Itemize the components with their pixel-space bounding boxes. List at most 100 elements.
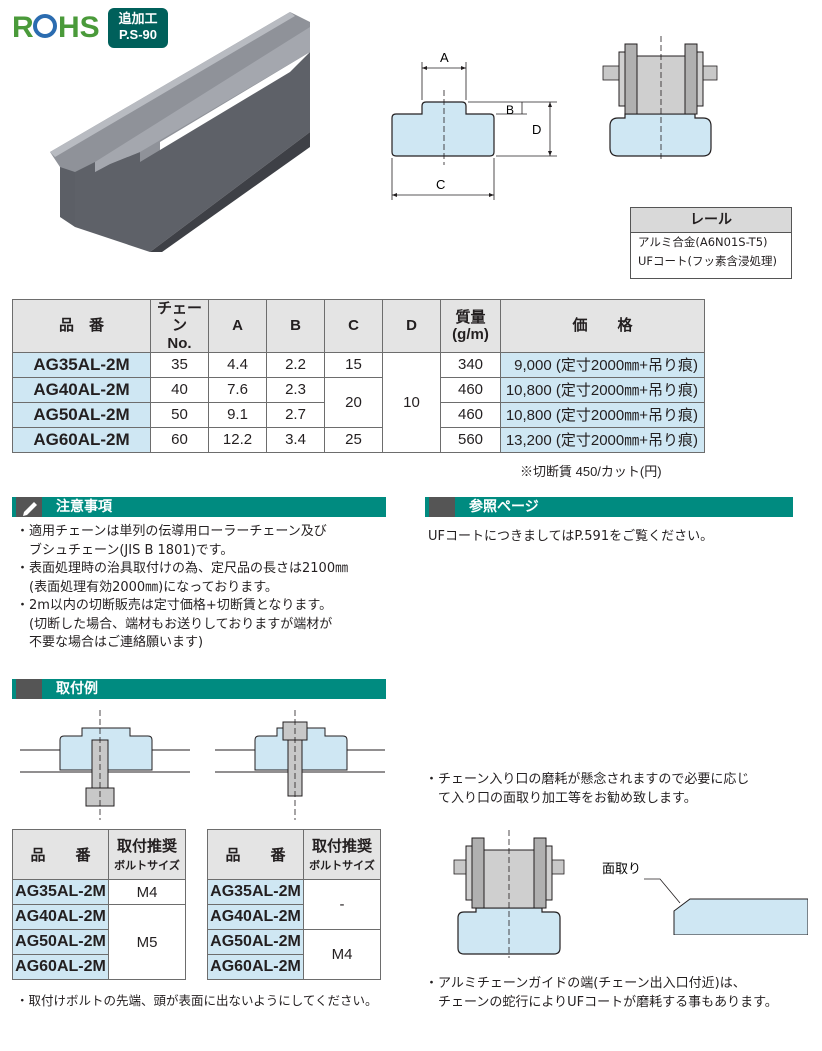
bolt-col-size-header: 取付推奨ボルトサイズ [303, 829, 381, 880]
table-row: AG35AL-2M 35 4.4 2.2 15 10 340 9,000 (定寸… [12, 351, 705, 453]
dim-a: 9.1 [208, 401, 267, 428]
part-number: AG35AL-2M [12, 351, 151, 378]
reference-header: 参照ページ [425, 497, 793, 517]
dim-a: 7.6 [208, 376, 267, 403]
bolt-col-part-header: 品 番 [12, 829, 109, 880]
part-number: AG60AL-2M [12, 426, 151, 453]
chain-no: 50 [150, 401, 209, 428]
price: 13,200 (定寸2000㎜+吊り痕) [500, 426, 705, 453]
bolt-col-size-header-1: 取付推奨 [116, 838, 177, 855]
material-line-2: UFコート(フッ素含浸処理) [638, 254, 778, 268]
col-d-header: D [382, 299, 441, 353]
svg-text:R: R [12, 11, 34, 44]
product-illustration [50, 12, 310, 252]
bolt-size: M4 [303, 929, 381, 980]
mounting-footnote: ・取付けボルトの先端、頭が表面に出ないようにしてください。 [16, 993, 378, 1008]
caution-line: ブシュチェーン(JIS B 1801)です。 [16, 542, 234, 558]
part-number: AG60AL-2M [207, 954, 304, 980]
bolt-col-size-header-2: ボルトサイズ [114, 860, 180, 872]
cautions-header: 注意事項 [12, 497, 386, 517]
reference-title: 参照ページ [469, 499, 539, 515]
chamfer-note-line: て入り口の面取り加工等をお勧め致します。 [425, 791, 697, 806]
dim-c-label: C [436, 177, 445, 192]
col-chain-header-1: チェーン [156, 300, 202, 335]
cautions-list: ・適用チェーンは単列の伝導用ローラーチェーン及び ブシュチェーン(JIS B 1… [16, 523, 396, 653]
bolt-col-part-header: 品 番 [207, 829, 304, 880]
mass: 460 [440, 401, 501, 428]
part-number: AG40AL-2M [12, 376, 151, 403]
chamfer-note: ・チェーン入り口の磨耗が懸念されますので必要に応じ て入り口の面取り加工等をお勧… [425, 770, 749, 808]
cross-section-diagram: A B D C [391, 50, 557, 200]
dim-d: 10 [382, 351, 441, 453]
col-chain-header-2: No. [167, 334, 192, 352]
table-row: AG60AL-2M 60 12.2 3.4 25 560 13,200 (定寸2… [12, 426, 705, 453]
chain-entry-diagram [453, 830, 565, 958]
bolt-col-size-header-2: ボルトサイズ [309, 860, 375, 872]
material-box: レール アルミ合金(A6N01S-T5) UFコート(フッ素含浸処理) [630, 207, 792, 279]
caution-line: ・適用チェーンは単列の伝導用ローラーチェーン及び [16, 524, 327, 539]
process-badge-line2: P.S-90 [118, 27, 158, 43]
wear-note: ・アルミチェーンガイドの端(チェーン出入口付近)は、 チェーンの蛇行によりUFコ… [425, 974, 778, 1012]
mounting-title: 取付例 [56, 681, 98, 697]
wear-note-line: ・アルミチェーンガイドの端(チェーン出入口付近)は、 [425, 976, 746, 991]
dim-d-label: D [532, 122, 541, 137]
svg-text:HS: HS [58, 11, 100, 44]
bolt-size: M4 [108, 879, 186, 905]
col-c-header: C [324, 299, 383, 353]
bolt-size: M5 [108, 904, 186, 980]
chain-guide-diagram [602, 36, 718, 161]
caution-line: 不要な場合はご連絡願います) [16, 635, 204, 650]
col-mass-header-2: (g/m) [452, 325, 489, 343]
bolt-size: - [303, 879, 381, 930]
dim-b-label: B [506, 103, 514, 117]
table-row: AG35AL-2M- [207, 879, 381, 930]
mass: 560 [440, 426, 501, 453]
chamfer-diagram: 面取り [602, 862, 808, 935]
process-badge-line1: 追加工 [118, 11, 158, 26]
table-row: AG40AL-2M 40 7.6 2.3 20 460 10,800 (定寸20… [12, 376, 705, 428]
col-mass-header: 質量(g/m) [440, 299, 501, 353]
part-number: AG35AL-2M [12, 879, 109, 905]
wear-note-line: チェーンの蛇行によりUFコートが磨耗する事もあります。 [425, 995, 778, 1010]
dim-a-label: A [440, 50, 449, 65]
cautions-title: 注意事項 [56, 499, 112, 515]
part-number: AG50AL-2M [12, 929, 109, 955]
reference-text: UFコートにつきましてはP.591をご覧ください。 [428, 529, 714, 544]
price: 10,800 (定寸2000㎜+吊り痕) [500, 401, 705, 428]
dim-b: 2.2 [266, 351, 325, 378]
material-header: レール [631, 208, 791, 233]
price: 10,800 (定寸2000㎜+吊り痕) [500, 376, 705, 403]
reference-marker [429, 497, 455, 517]
dim-c: 20 [324, 376, 383, 428]
caution-line: ・表面処理時の治具取付けの為、定尺品の長さは2100㎜ [16, 561, 349, 576]
dim-b: 2.3 [266, 376, 325, 403]
mass: 460 [440, 376, 501, 403]
part-number: AG40AL-2M [207, 904, 304, 930]
part-number: AG35AL-2M [207, 879, 304, 905]
chain-no: 40 [150, 376, 209, 403]
price: 9,000 (定寸2000㎜+吊り痕) [500, 351, 705, 378]
dim-c: 25 [324, 426, 383, 453]
col-b-header: B [266, 299, 325, 353]
dim-b: 2.7 [266, 401, 325, 428]
table-row: AG40AL-2M [207, 904, 381, 930]
bolt-table-2: 品 番 取付推奨ボルトサイズ AG35AL-2M- AG40AL-2M AG50… [207, 829, 381, 980]
bolt-col-size-header-1: 取付推奨 [311, 838, 372, 855]
rohs-logo: R HS [12, 11, 100, 44]
chain-no: 60 [150, 426, 209, 453]
col-mass-header-1: 質量 [455, 308, 486, 326]
mounting-diagram-tapped [20, 710, 190, 820]
cut-fee-note: ※切断賃 450/カット(円) [520, 464, 662, 479]
dim-b: 3.4 [266, 426, 325, 453]
material-line-1: アルミ合金(A6N01S-T5) [638, 235, 768, 249]
bolt-col-size-header: 取付推奨ボルトサイズ [108, 829, 186, 880]
caution-line: ・2m以内の切断販売は定寸価格+切断賃となります。 [16, 598, 333, 613]
col-a-header: A [208, 299, 267, 353]
caution-line: (表面処理有効2000㎜)になっております。 [16, 579, 278, 595]
mounting-diagram-counterbore [215, 710, 385, 820]
mounting-marker [16, 679, 42, 699]
mass: 340 [440, 351, 501, 378]
